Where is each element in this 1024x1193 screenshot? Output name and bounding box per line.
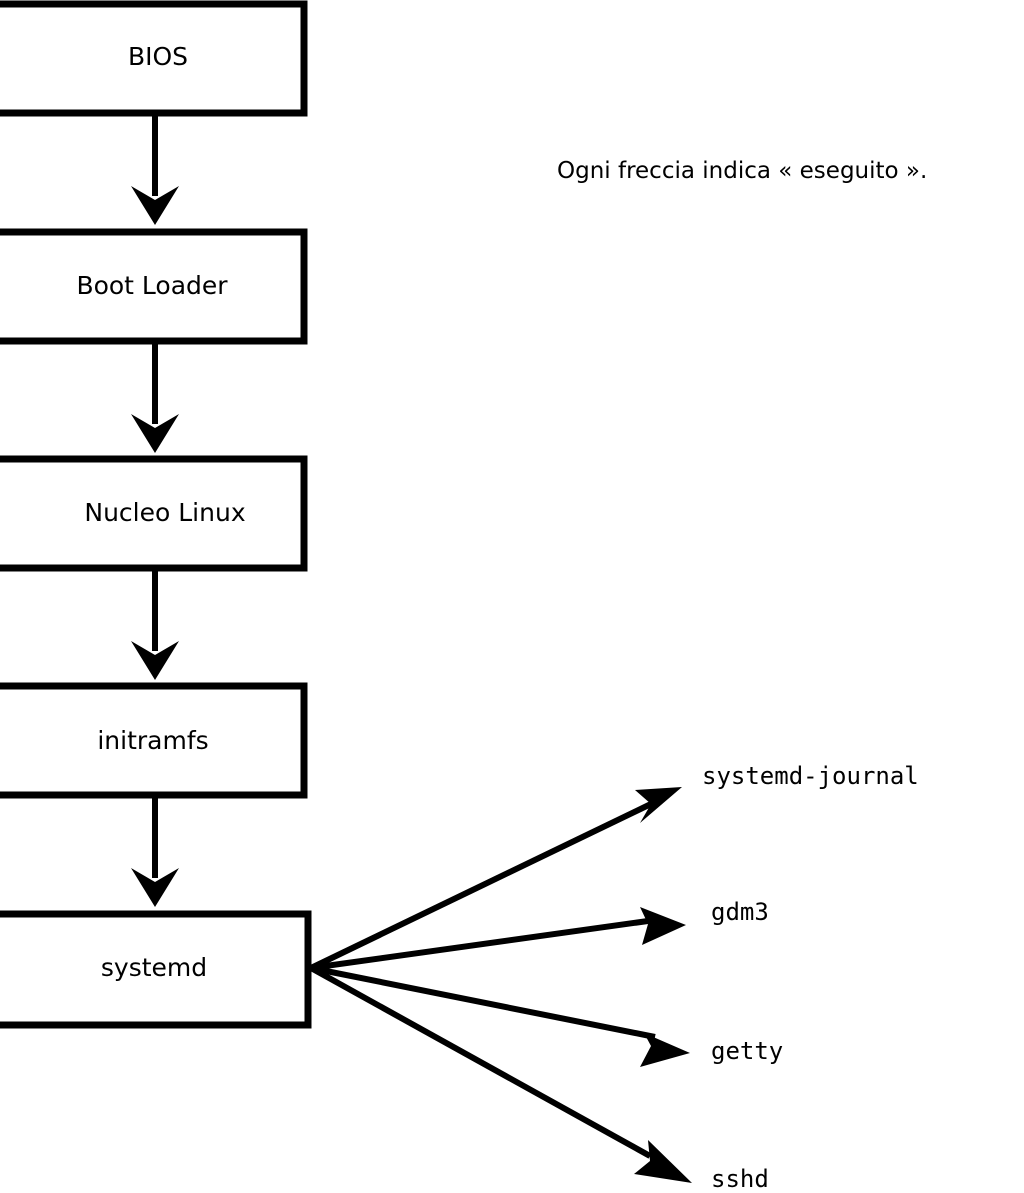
stage-label-bootloader: Boot Loader	[76, 271, 228, 300]
edge-systemd-to-gdm3	[310, 907, 686, 971]
service-label-systemd-journal: systemd-journal	[702, 762, 919, 790]
stage-box-bootloader[interactable]: Boot Loader	[0, 228, 308, 345]
edge-systemd-to-sshd	[309, 965, 692, 1183]
service-label-sshd: sshd	[711, 1165, 769, 1193]
edge-bios-to-bootloader	[131, 115, 179, 225]
edge-bootloader-to-kernel	[131, 343, 179, 453]
stage-box-systemd[interactable]: systemd	[0, 910, 312, 1029]
stage-label-bios: BIOS	[128, 42, 188, 71]
service-label-gdm3: gdm3	[711, 898, 769, 926]
legend-note: Ogni freccia indica « eseguito ».	[557, 158, 927, 184]
stage-box-bios[interactable]: BIOS	[0, 0, 308, 117]
edge-initramfs-to-systemd	[131, 797, 179, 907]
edge-systemd-to-getty	[310, 965, 690, 1067]
stage-box-initramfs[interactable]: initramfs	[0, 682, 308, 799]
stage-label-initramfs: initramfs	[97, 726, 208, 755]
edge-systemd-to-systemd-journal	[309, 787, 682, 971]
edge-kernel-to-initramfs	[131, 570, 179, 680]
stage-box-kernel[interactable]: Nucleo Linux	[0, 455, 308, 572]
stage-label-systemd: systemd	[101, 953, 207, 982]
service-label-getty: getty	[711, 1037, 783, 1065]
stage-label-kernel: Nucleo Linux	[84, 498, 245, 527]
